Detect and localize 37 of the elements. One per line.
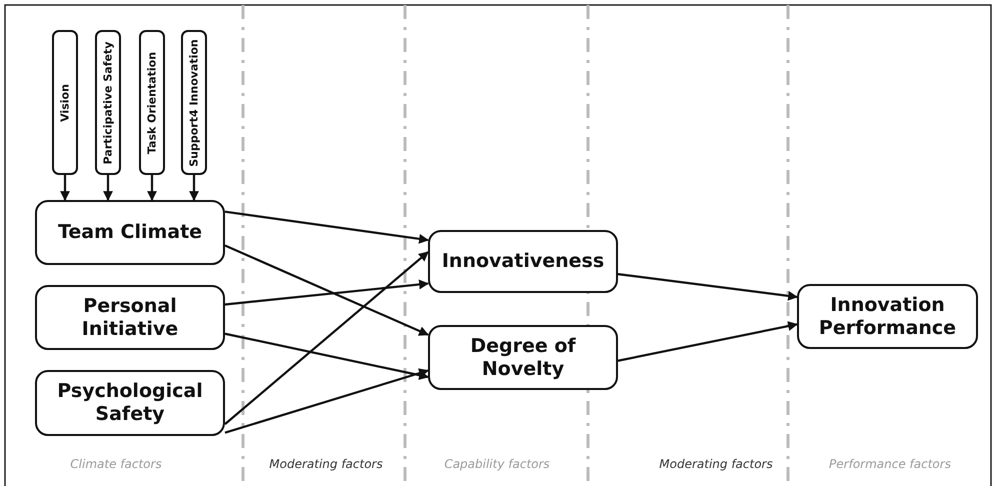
node-label: Psychological Safety <box>56 380 204 426</box>
process-box <box>35 200 225 265</box>
column-label: Climate factors <box>70 457 162 471</box>
column-label: Moderating factors <box>269 457 383 471</box>
arrow <box>224 244 429 336</box>
arrow <box>224 251 429 425</box>
factor-box <box>52 30 78 175</box>
node-label: Task Orientation <box>145 51 159 154</box>
node-label: Vision <box>58 84 72 122</box>
factor-box <box>181 30 207 175</box>
arrow <box>147 175 157 201</box>
column-label: Performance factors <box>829 457 951 471</box>
node-label: Personal Initiative <box>80 294 180 340</box>
arrow <box>618 321 798 362</box>
column-label: Moderating factors <box>659 457 773 471</box>
arrow <box>618 273 798 301</box>
arrow <box>224 210 429 244</box>
process-box <box>428 230 618 293</box>
node-label: Support4 Innovation <box>187 38 201 166</box>
arrow <box>224 332 429 380</box>
process-box <box>35 370 225 436</box>
node-label: Innovativeness <box>442 250 604 273</box>
node-label: Team Climate <box>58 221 202 244</box>
node-label: Participative Safety <box>101 41 115 164</box>
column-label: Capability factors <box>444 457 550 471</box>
process-box <box>797 284 978 349</box>
node-label: Innovation Performance <box>818 294 958 340</box>
process-box <box>35 285 225 350</box>
arrow <box>189 175 199 201</box>
factor-box <box>95 30 121 175</box>
node-label: Degree of Novelty <box>469 334 577 380</box>
arrow <box>224 280 429 306</box>
factor-box <box>139 30 165 175</box>
process-box <box>428 325 618 390</box>
arrow <box>224 368 429 434</box>
arrow <box>60 175 70 201</box>
arrow <box>103 175 113 201</box>
